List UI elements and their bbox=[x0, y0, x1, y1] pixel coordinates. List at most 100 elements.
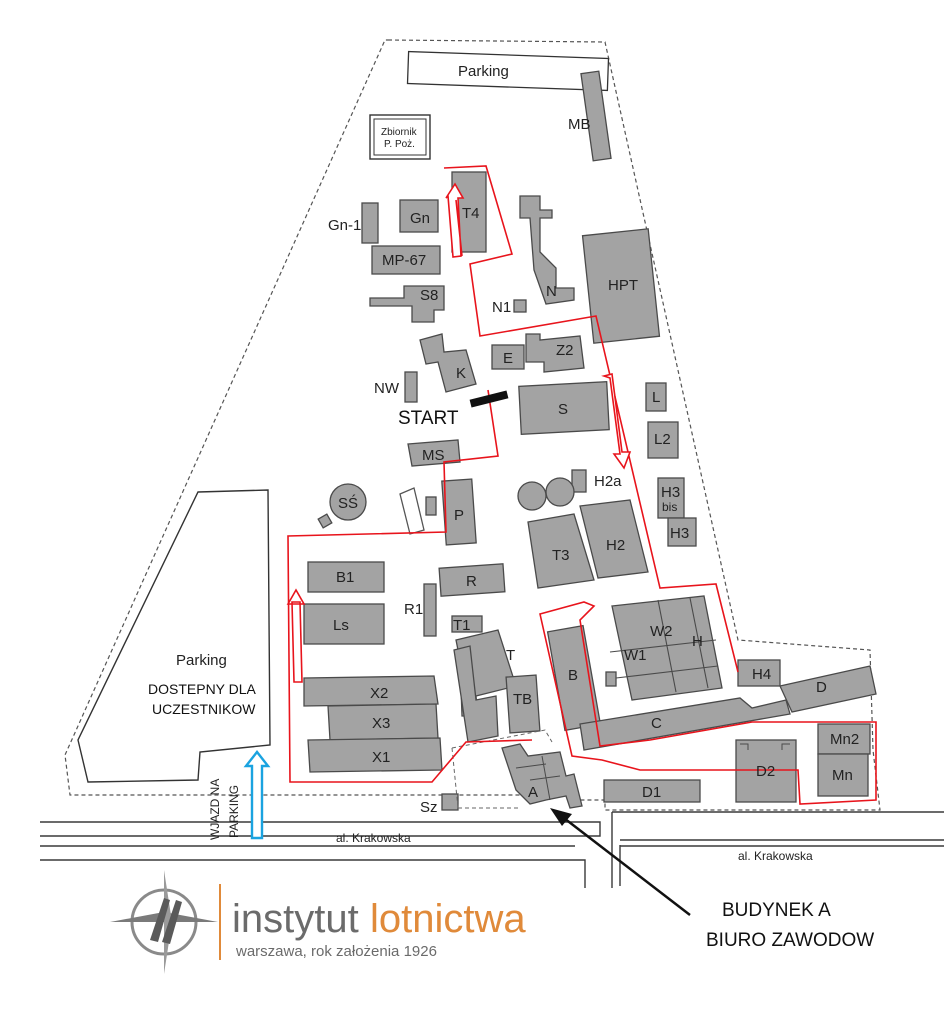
building-z2 bbox=[525, 333, 585, 373]
label-street-right: al. Krakowska bbox=[738, 849, 813, 863]
label-t1: T1 bbox=[453, 617, 471, 634]
building-labels: Parking Zbiornik P. Poż. MB Gn-1 Gn T4 M… bbox=[148, 63, 874, 951]
building-l2 bbox=[647, 421, 679, 459]
building-mp67 bbox=[371, 245, 441, 275]
label-l2: L2 bbox=[654, 431, 671, 448]
building-h4 bbox=[737, 659, 781, 687]
label-mn2: Mn2 bbox=[830, 731, 859, 748]
site-boundary bbox=[64, 39, 881, 811]
logo-name-part2: lotnictwa bbox=[370, 897, 526, 941]
tank-1 bbox=[517, 481, 547, 511]
label-mb: MB bbox=[568, 116, 591, 133]
walking-route bbox=[286, 165, 877, 805]
label-sz: Sz bbox=[420, 799, 438, 816]
building-e bbox=[491, 344, 525, 370]
label-gn: Gn bbox=[410, 210, 430, 227]
building-k bbox=[419, 333, 477, 393]
label-ms: MS bbox=[422, 447, 445, 464]
label-h2: H2 bbox=[606, 537, 625, 554]
label-l: L bbox=[652, 389, 660, 406]
label-hpt: HPT bbox=[608, 277, 638, 294]
building-mb bbox=[580, 70, 612, 162]
label-h3: H3 bbox=[670, 525, 689, 542]
building-t3 bbox=[527, 513, 595, 589]
label-ss: SŚ bbox=[338, 494, 358, 512]
label-n1: N1 bbox=[492, 299, 511, 316]
label-x3: X3 bbox=[372, 715, 390, 732]
building-h3bis bbox=[657, 477, 685, 519]
building-h2a bbox=[571, 469, 587, 493]
pointer-arrow-icon bbox=[550, 808, 691, 916]
label-start: START bbox=[398, 408, 459, 429]
building-d2 bbox=[735, 739, 797, 803]
compass-logo-icon bbox=[110, 870, 218, 974]
label-t4: T4 bbox=[462, 205, 480, 222]
label-e: E bbox=[503, 350, 513, 367]
building-n1 bbox=[513, 299, 527, 313]
logo-name-part1: instytut bbox=[232, 897, 359, 941]
label-h: H bbox=[692, 633, 703, 650]
label-p: P bbox=[454, 507, 464, 524]
label-n: N bbox=[546, 283, 557, 300]
label-wjazd-1: WJAZD NA bbox=[208, 779, 222, 840]
fire-tank bbox=[369, 114, 431, 160]
building-r bbox=[438, 563, 506, 597]
building-gn bbox=[399, 199, 439, 233]
label-tb: TB bbox=[513, 691, 532, 708]
label-k: K bbox=[456, 365, 466, 382]
label-street-left: al. Krakowska bbox=[336, 831, 411, 845]
route-arrow-icon bbox=[445, 182, 465, 258]
building-small-3 bbox=[605, 671, 617, 687]
building-h3 bbox=[667, 517, 697, 547]
label-ls: Ls bbox=[333, 617, 349, 634]
label-t: T bbox=[506, 647, 515, 664]
label-biuro: BIURO ZAWODOW bbox=[706, 930, 874, 951]
label-a: A bbox=[528, 784, 538, 801]
label-t3: T3 bbox=[552, 547, 570, 564]
label-s: S bbox=[558, 401, 568, 418]
label-r: R bbox=[466, 573, 477, 590]
route-arrow-icon-3 bbox=[286, 588, 306, 683]
label-h3bis-2: bis bbox=[662, 500, 677, 514]
label-b: B bbox=[568, 667, 578, 684]
label-h4: H4 bbox=[752, 666, 771, 683]
building-sz bbox=[441, 793, 459, 811]
label-r1: R1 bbox=[404, 601, 423, 618]
label-d1: D1 bbox=[642, 784, 661, 801]
logo-tagline: warszawa, rok założenia 1926 bbox=[235, 943, 437, 960]
label-budynek: BUDYNEK A bbox=[722, 900, 831, 921]
label-zbiornik-1: Zbiornik bbox=[381, 127, 418, 138]
label-wjazd-2: PARKING bbox=[227, 785, 241, 838]
route-arrow-icon-2 bbox=[601, 373, 632, 470]
label-gn1: Gn-1 bbox=[328, 217, 361, 234]
parking-top-area bbox=[406, 50, 610, 92]
label-d: D bbox=[816, 679, 827, 696]
label-parking-top: Parking bbox=[458, 63, 509, 80]
building-l bbox=[645, 382, 667, 412]
roads bbox=[40, 811, 944, 888]
building-small-1 bbox=[317, 513, 333, 529]
building-ls bbox=[303, 603, 385, 645]
building-r1 bbox=[423, 583, 437, 637]
label-b1: B1 bbox=[336, 569, 354, 586]
label-mn: Mn bbox=[832, 767, 853, 784]
label-x2: X2 bbox=[370, 685, 388, 702]
label-nw: NW bbox=[374, 380, 400, 397]
tank-2 bbox=[545, 477, 575, 507]
start-marker bbox=[469, 390, 509, 408]
entry-arrow-icon bbox=[243, 750, 271, 840]
building-tb bbox=[505, 674, 541, 734]
building-a-divisions bbox=[515, 755, 561, 801]
building-w-divisions bbox=[609, 597, 719, 693]
buildings bbox=[303, 70, 877, 811]
label-mp67: MP-67 bbox=[382, 252, 426, 269]
building-hpt bbox=[581, 228, 661, 344]
label-zbiornik-2: P. Poż. bbox=[384, 139, 415, 150]
building-ss bbox=[329, 483, 367, 521]
label-uczestnikow: UCZESTNIKOW bbox=[152, 701, 256, 717]
building-n bbox=[519, 195, 575, 305]
label-w2: W2 bbox=[650, 623, 673, 640]
label-parking-left: Parking bbox=[176, 652, 227, 669]
building-s bbox=[518, 381, 610, 435]
